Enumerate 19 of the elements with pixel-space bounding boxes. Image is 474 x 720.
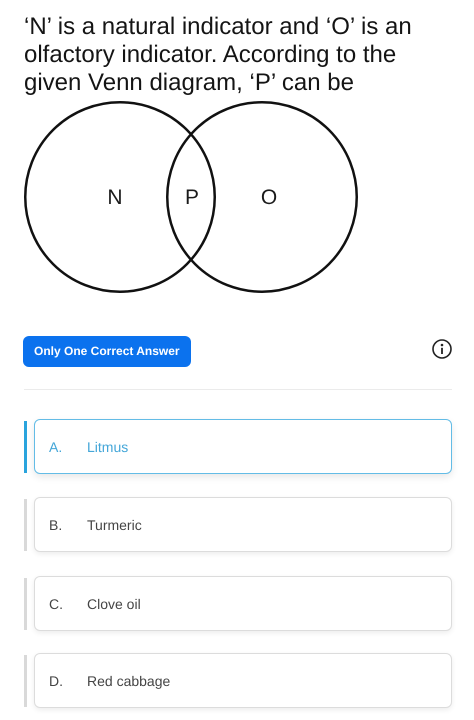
- answer-option-card: [34, 419, 452, 474]
- question-text: ‘N’ is a natural indicator and ‘O’ is an olfactory indicator. According to the given Venn diagram, ‘P’ can be: [24, 13, 413, 97]
- set-label: N: [107, 187, 123, 209]
- option-letter: B.: [49, 516, 62, 534]
- answer-type-badge: Only One Correct Answer: [23, 336, 191, 367]
- option-text: Red cabbage: [87, 672, 170, 690]
- answer-option-card: [34, 497, 452, 552]
- option-text: Clove oil: [87, 594, 141, 612]
- set-label: O: [260, 187, 278, 209]
- venn-circle: [166, 101, 358, 293]
- region-label: P: [185, 187, 199, 209]
- answer-option-card: [34, 653, 452, 708]
- venn-circle: [24, 101, 216, 293]
- option-letter: C.: [49, 594, 63, 612]
- option-letter: A.: [49, 438, 62, 456]
- option-text: Turmeric: [87, 516, 142, 534]
- option-text: Litmus: [87, 438, 128, 456]
- option-letter: D.: [49, 672, 63, 690]
- answer-option-card: [34, 576, 452, 631]
